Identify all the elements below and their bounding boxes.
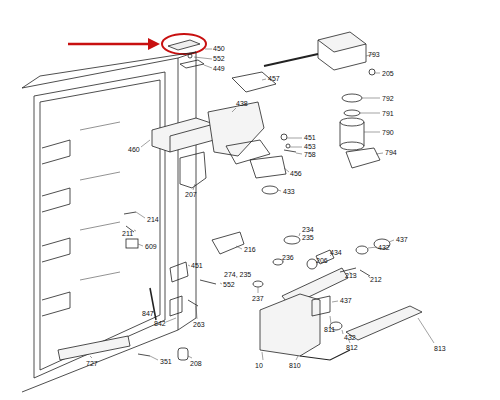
callout-number: 212 — [370, 276, 382, 284]
callout-number: 451 — [304, 134, 316, 142]
callout-number: 437 — [396, 236, 408, 244]
callout-number: 433 — [283, 188, 295, 196]
callout-number: 450 — [213, 45, 225, 53]
callout-number: 206 — [316, 257, 328, 265]
callout-number: 438 — [236, 100, 248, 108]
callout-number: 449 — [213, 65, 225, 73]
callout-number: 274, 235 — [224, 271, 251, 279]
callout-number: 432 — [344, 334, 356, 342]
callout-number: 552 — [213, 55, 225, 63]
callout-number: 432 — [378, 244, 390, 252]
callout-number: 205 — [382, 70, 394, 78]
callout-number: 813 — [434, 345, 446, 353]
callout-number: 216 — [244, 246, 256, 254]
callout-number: 237 — [252, 295, 264, 303]
callout-number: 847 — [142, 310, 154, 318]
callout-number: 790 — [382, 129, 394, 137]
callout-number: 727 — [86, 360, 98, 368]
callout-number: 263 — [193, 321, 205, 329]
callout-number: 451 — [191, 262, 203, 270]
callout-number: 456 — [290, 170, 302, 178]
callout-number: 10 — [255, 362, 263, 370]
callout-number: 213 — [345, 272, 357, 280]
callout-number: 810 — [289, 362, 301, 370]
callout-number: 214 — [147, 216, 159, 224]
callout-number: 234 — [302, 226, 314, 234]
callout-number: 811 — [324, 326, 335, 334]
callout-number: 434 — [330, 249, 342, 257]
callout-number: 794 — [385, 149, 397, 157]
callout-number: 453 — [304, 143, 316, 151]
callout-number: 609 — [145, 243, 157, 251]
callout-number: 758 — [304, 151, 316, 159]
callout-number: 793 — [368, 51, 380, 59]
callout-number: 207 — [185, 191, 197, 199]
callout-number: 812 — [346, 344, 358, 352]
callout-number: 235 — [302, 234, 314, 242]
callout-number: 236 — [282, 254, 294, 262]
callout-number: 791 — [382, 110, 394, 118]
callout-number: 460 — [128, 146, 140, 154]
callout-number: 351 — [160, 358, 172, 366]
callout-number: 552 — [223, 281, 235, 289]
callout-number: 208 — [190, 360, 202, 368]
callout-number: 842 — [154, 320, 166, 328]
callout-number: 211 — [122, 230, 133, 238]
callout-number: 792 — [382, 95, 394, 103]
callout-number: 437 — [340, 297, 352, 305]
callout-number: 457 — [268, 75, 280, 83]
